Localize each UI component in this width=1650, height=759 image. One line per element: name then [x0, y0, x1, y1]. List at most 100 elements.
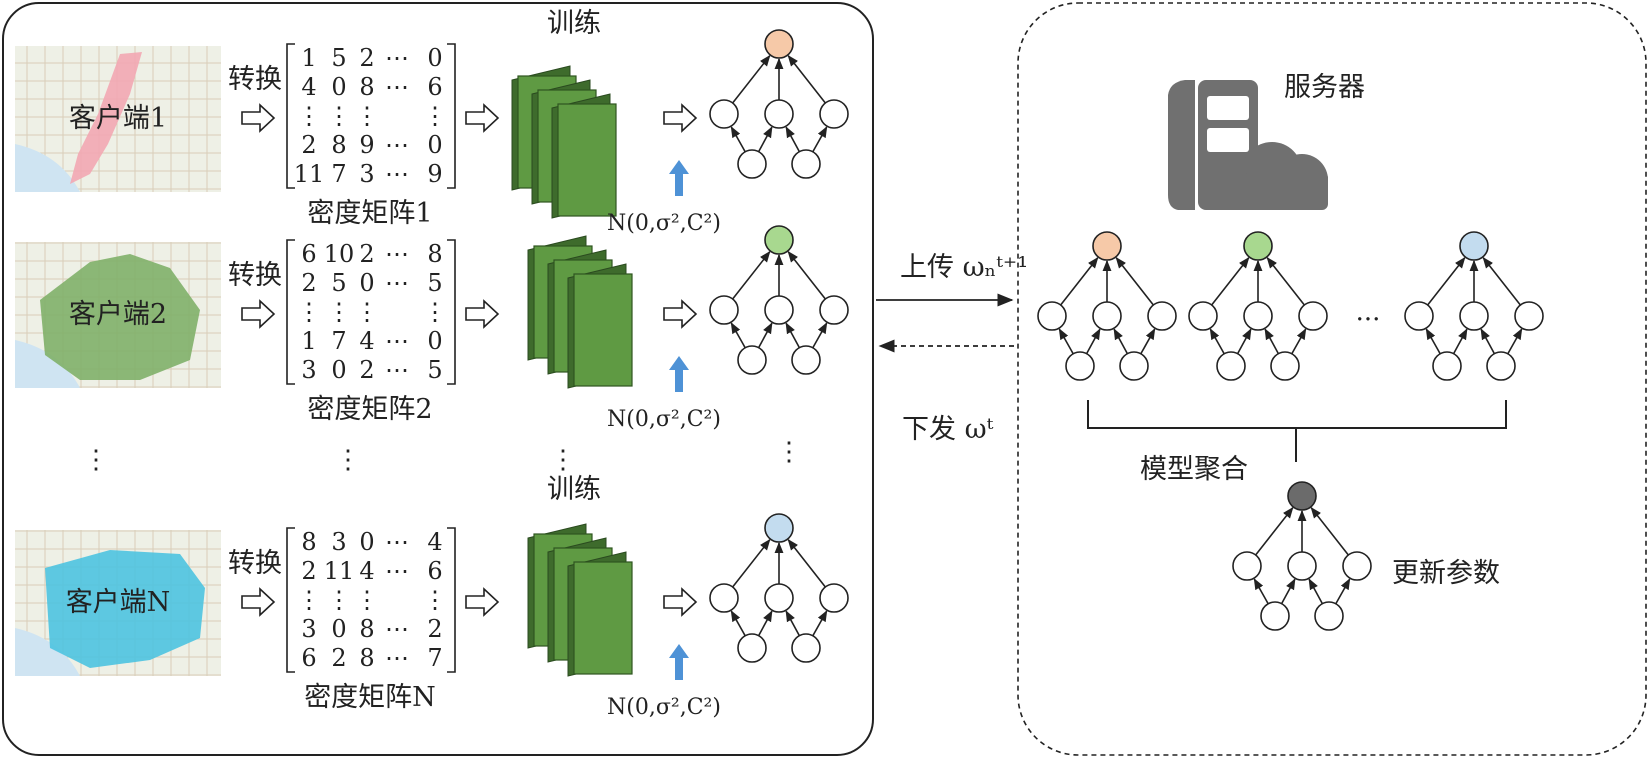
local-model-graph — [709, 29, 849, 179]
clients-panel — [2, 2, 874, 756]
server-title: 服务器 — [1284, 72, 1365, 103]
download-label: 下发 ωᵗ — [902, 414, 994, 445]
conv-layer — [557, 103, 617, 217]
matrix-cell: ⋯ — [385, 557, 409, 585]
matrix-cell: 3 — [301, 356, 316, 384]
matrix-cell: 4 — [301, 73, 316, 101]
matrix-left-bracket — [286, 527, 295, 673]
map-water — [15, 340, 80, 388]
matrix-cell: 6 — [301, 644, 316, 672]
graph-node — [791, 345, 821, 375]
graph-edge — [1452, 328, 1468, 355]
matrix-cell: 9 — [359, 131, 374, 159]
graph-node — [1243, 301, 1273, 331]
graph-vdots: ⋮ — [776, 437, 802, 467]
graph-node — [1298, 301, 1328, 331]
graph-node — [819, 99, 849, 129]
graph-node — [1342, 551, 1372, 581]
graph-edge — [1115, 256, 1154, 306]
graph-node — [1232, 551, 1262, 581]
graph-edge — [1211, 256, 1250, 306]
graph-edge — [1058, 328, 1074, 355]
matrix-left-bracket — [286, 43, 295, 189]
to-model-arrow-icon — [465, 103, 500, 133]
map-water — [15, 628, 80, 676]
graph-edge — [1308, 578, 1324, 605]
graph-edge — [1425, 328, 1441, 355]
graph-node — [737, 633, 767, 663]
graph-node — [791, 149, 821, 179]
matrix-cell: ⋯ — [385, 160, 409, 188]
matrix-cell: 2 — [359, 44, 374, 72]
matrix-cell: 3 — [359, 160, 374, 188]
matrix-cell: ⋮ — [355, 102, 379, 130]
client-label: 客户端1 — [69, 103, 167, 134]
graph-edge — [787, 54, 826, 104]
graph-edge — [757, 126, 773, 153]
matrix-cell: 7 — [331, 327, 346, 355]
matrix-right-bracket — [447, 43, 456, 189]
graph-node — [1065, 351, 1095, 381]
graph-edge — [785, 126, 801, 153]
update-label: 更新参数 — [1392, 558, 1500, 589]
graph-edge — [1280, 578, 1296, 605]
graph-node — [764, 99, 794, 129]
graph-node — [1270, 351, 1300, 381]
to-model-arrow-icon — [465, 299, 500, 329]
aggregate-brace — [1087, 400, 1507, 462]
matrix-cell: 6 — [427, 557, 442, 585]
matrix-cell: ⋯ — [385, 44, 409, 72]
matrix-cell: 8 — [359, 644, 374, 672]
matrix-cell: 5 — [427, 356, 442, 384]
graph-edge — [1310, 506, 1349, 556]
graph-node — [764, 583, 794, 613]
matrix-cell: 3 — [331, 528, 346, 556]
graph-edge — [1209, 328, 1225, 355]
matrix-cell: ⋯ — [385, 644, 409, 672]
local-model-graph — [709, 513, 849, 663]
graph-edge — [1264, 328, 1280, 355]
conv-layer — [573, 273, 633, 387]
blue-up-arrow-icon — [669, 160, 689, 196]
matrix-cell: 7 — [331, 160, 346, 188]
graph-edge — [730, 322, 746, 349]
server-panel — [1017, 2, 1647, 756]
matrix-cell: 8 — [359, 73, 374, 101]
matrix-cell: ⋯ — [385, 528, 409, 556]
matrix-label: 密度矩阵1 — [307, 198, 432, 229]
convert-arrow-icon — [241, 299, 276, 329]
convert-arrow-icon — [241, 587, 276, 617]
matrix-cell: 2 — [301, 557, 316, 585]
matrix-cell: ⋯ — [385, 131, 409, 159]
matrix-cell: ⋮ — [327, 298, 351, 326]
matrix-cell: 8 — [301, 528, 316, 556]
graph-edge — [787, 538, 826, 588]
matrix-cell: 5 — [331, 44, 346, 72]
graph-node — [1037, 301, 1067, 331]
graph-node — [1287, 551, 1317, 581]
graph-edge — [730, 610, 746, 637]
graph-node — [1260, 601, 1290, 631]
graph-edge — [812, 610, 828, 637]
map-water — [15, 144, 80, 192]
graph-edge — [730, 126, 746, 153]
convert-label: 转换 — [228, 260, 282, 291]
graph-edge — [732, 250, 771, 300]
matrix-cell: 7 — [427, 644, 442, 672]
graph-edge — [1236, 328, 1252, 355]
graph-output-node — [1287, 481, 1317, 511]
matrix-cell: 9 — [427, 160, 442, 188]
matrix-cell: ⋮ — [297, 102, 321, 130]
matrix-cell: 8 — [331, 131, 346, 159]
matrix-right-bracket — [447, 239, 456, 385]
matrix-cell: 2 — [301, 131, 316, 159]
graph-edge — [785, 610, 801, 637]
matrix-cell: 11 — [324, 557, 355, 585]
aggregate-label: 模型聚合 — [1140, 454, 1248, 485]
matrix-cell: ⋮ — [327, 586, 351, 614]
graph-node — [737, 149, 767, 179]
noise-formula: N(0,σ²,C²) — [607, 695, 721, 720]
